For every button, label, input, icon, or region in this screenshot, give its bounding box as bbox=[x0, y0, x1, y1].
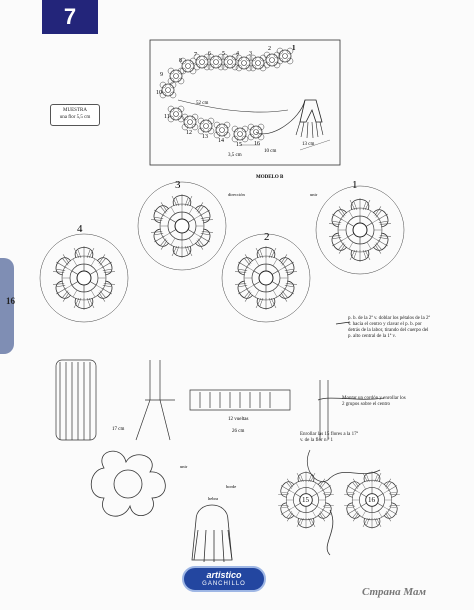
chain-number: 2 bbox=[268, 46, 271, 52]
artistico-logo: artistico GANCHILLO bbox=[182, 566, 266, 592]
measure-10: 10 cm bbox=[264, 149, 276, 154]
chain-number: 12 bbox=[186, 130, 192, 136]
page-number-tab: 7 bbox=[42, 0, 98, 34]
measure-26: 26 cm bbox=[232, 429, 244, 434]
flower-number-1: 1 bbox=[352, 179, 358, 191]
tassel-steps bbox=[55, 359, 385, 482]
measure-17: 17 cm bbox=[112, 427, 124, 432]
chain-number: 5 bbox=[222, 51, 225, 57]
bottom-right-flowers bbox=[277, 471, 402, 556]
note-flowers: Enrollar las 15 flores a la 17ª v. de la… bbox=[300, 432, 359, 443]
top-frame bbox=[149, 39, 341, 166]
chain-number: 8 bbox=[179, 58, 182, 64]
hebra-label: hebra bbox=[208, 496, 218, 501]
flower-number-4: 4 bbox=[77, 223, 83, 235]
flower-1 bbox=[327, 198, 392, 262]
chain-number: 9 bbox=[160, 72, 163, 78]
chain-number: 3 bbox=[249, 51, 252, 57]
flower-2 bbox=[233, 246, 298, 310]
unir-label-2: unir bbox=[180, 464, 188, 469]
modelo-label: MODELO B bbox=[256, 175, 284, 180]
chain-number: 11 bbox=[164, 114, 170, 120]
chain-number: 15 bbox=[236, 142, 242, 148]
logo-line2: GANCHILLO bbox=[202, 581, 246, 587]
unir-label: unir bbox=[310, 192, 318, 197]
sample-box: MUESTRA una flor 5,5 cm bbox=[50, 104, 100, 126]
chain-number: 16 bbox=[254, 141, 260, 147]
sample-size: una flor 5,5 cm bbox=[59, 115, 91, 120]
measure-35: 3,5 cm bbox=[228, 153, 242, 158]
flower-3 bbox=[149, 194, 214, 258]
sample-title: MUESTRA bbox=[63, 108, 87, 113]
side-tab bbox=[0, 258, 14, 354]
borde-label: borde bbox=[226, 484, 236, 489]
chain-number: 7 bbox=[194, 52, 197, 58]
measure-12: 12 vueltas bbox=[228, 417, 248, 422]
bell-tassel bbox=[191, 504, 233, 563]
diagram-number-15: 15 bbox=[302, 496, 310, 504]
side-page-number: 16 bbox=[6, 296, 15, 306]
watermark: Страна Мам bbox=[362, 586, 427, 598]
chain-number: 1 bbox=[292, 44, 296, 52]
chain-number: 6 bbox=[208, 51, 211, 57]
flower-cluster bbox=[90, 450, 166, 517]
flower-number-3: 3 bbox=[175, 179, 181, 191]
measure-52: 52 cm bbox=[196, 101, 208, 106]
chain-number: 13 bbox=[202, 134, 208, 140]
measure-13: 13 cm bbox=[302, 142, 314, 147]
note-wrap: Montar un cordón y enrollar los 2 grupos… bbox=[342, 396, 406, 407]
direction-label: dirección bbox=[228, 192, 245, 197]
chain-number: 4 bbox=[236, 51, 239, 57]
flower-number-2: 2 bbox=[264, 231, 270, 243]
diagram-number-16: 16 bbox=[368, 496, 376, 504]
flower-4 bbox=[51, 246, 116, 310]
chain-number: 10 bbox=[156, 90, 162, 96]
logo-line1: artistico bbox=[206, 570, 242, 580]
chain-number: 14 bbox=[218, 138, 224, 144]
note-step-2: p. b. de la 2ª v. doblar los pétalos de … bbox=[348, 316, 430, 339]
